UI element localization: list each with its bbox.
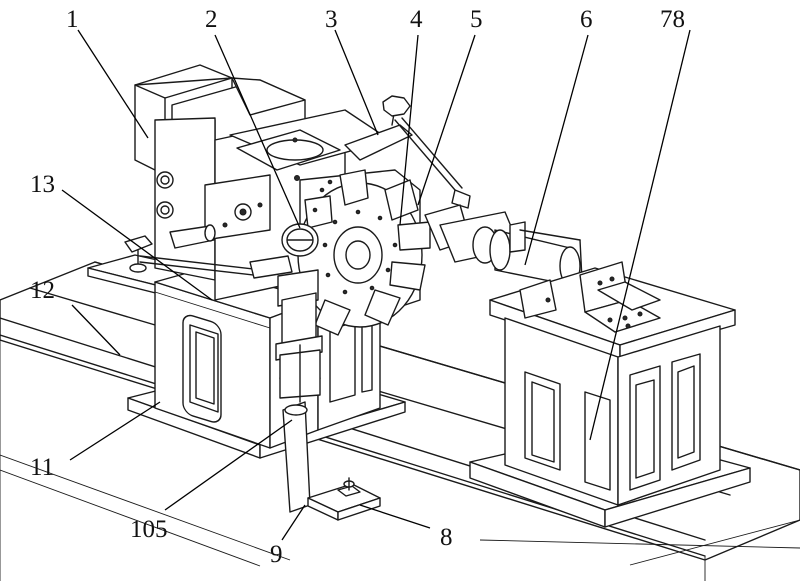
label-12: 12 [30,277,55,304]
sensor-column [275,292,323,513]
label-13: 13 [30,171,55,198]
label-2: 2 [205,6,218,33]
label-3: 3 [325,6,338,33]
spindle-assembly [424,204,583,286]
tool-disc [297,169,431,336]
rail-mount [307,477,381,521]
leader-lines [61,29,691,541]
part-labels: 1 2 3 4 5 6 78 13 12 11 105 9 8 [30,6,685,568]
label-6: 6 [580,6,593,33]
label-11: 11 [30,454,54,481]
gauge [281,223,319,257]
right-pedestal [469,261,751,528]
label-1: 1 [66,6,79,33]
label-8: 8 [440,524,453,551]
label-105: 105 [130,516,168,543]
label-4: 4 [410,6,423,33]
label-78: 78 [660,6,685,33]
handwheel-lever [344,95,471,209]
label-5: 5 [470,6,483,33]
label-9: 9 [270,541,283,568]
